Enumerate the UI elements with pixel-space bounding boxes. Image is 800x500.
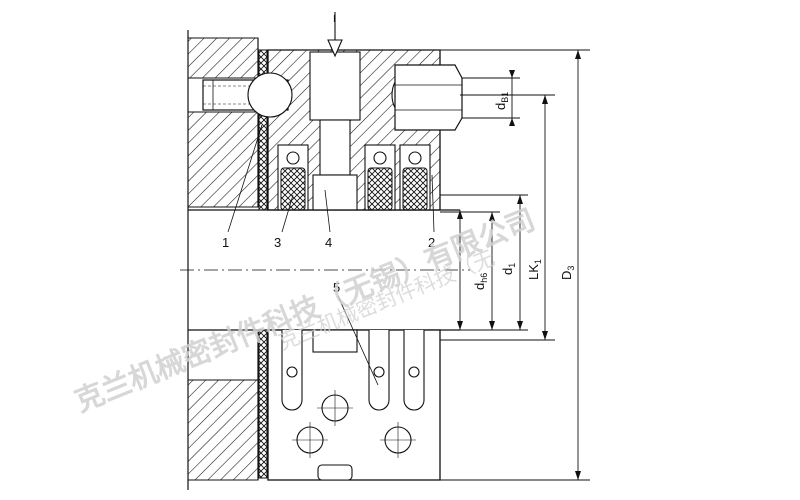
dimension-arrowheads (457, 50, 581, 480)
leader-lines (227, 124, 435, 386)
dim-LK1: LK1 (526, 259, 543, 280)
gland-lower (267, 329, 441, 481)
dim-dh6: dh6 (472, 273, 489, 290)
housing-wall (187, 30, 259, 490)
part-number-3: 3 (274, 235, 281, 250)
hex-nut (394, 64, 463, 131)
dimension-lines (440, 49, 590, 481)
flow-arrow: I (327, 12, 343, 58)
dim-d1: d1 (500, 263, 517, 275)
part-number-1: 1 (222, 235, 229, 250)
part-number-2: 2 (428, 235, 435, 250)
flow-arrow-label: I (333, 14, 336, 25)
spring-packs (280, 151, 428, 211)
part-number-5: 5 (333, 280, 340, 295)
dim-D3: D3 (559, 266, 576, 280)
dim-dB1: dB1 (493, 92, 510, 110)
part-number-4: 4 (325, 235, 332, 250)
